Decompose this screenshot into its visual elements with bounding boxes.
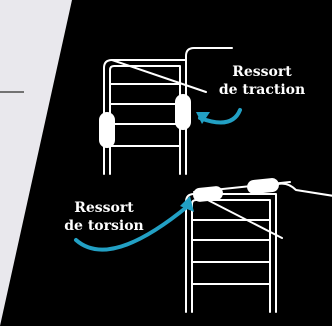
cable-line [111, 59, 207, 93]
door-frame-inner [109, 65, 181, 175]
extension-spring-label-line2: de traction [219, 82, 305, 98]
arrow-head [196, 112, 210, 124]
torsion-spring-left [193, 186, 223, 202]
arrow-curve [198, 108, 242, 125]
torsion-spring-arrow-icon [74, 196, 194, 252]
torsion-spring-label-line1: Ressort [74, 200, 134, 216]
extension-spring-label-line1: Ressort [232, 64, 292, 80]
overhead-rail [185, 47, 233, 73]
arrow-head [180, 196, 194, 212]
extension-spring-right [175, 94, 191, 130]
extension-spring-left [99, 112, 115, 148]
overhead-rail [277, 182, 332, 197]
garage-door-torsion-spring-icon [185, 178, 332, 313]
torsion-spring-label-line2: de torsion [64, 218, 143, 234]
arrow-curve [74, 204, 190, 252]
garage-door-extension-springs-icon [99, 47, 233, 175]
cable-line [195, 193, 283, 239]
torsion-spring-right [247, 178, 279, 194]
extension-spring-arrow-icon [196, 108, 242, 125]
